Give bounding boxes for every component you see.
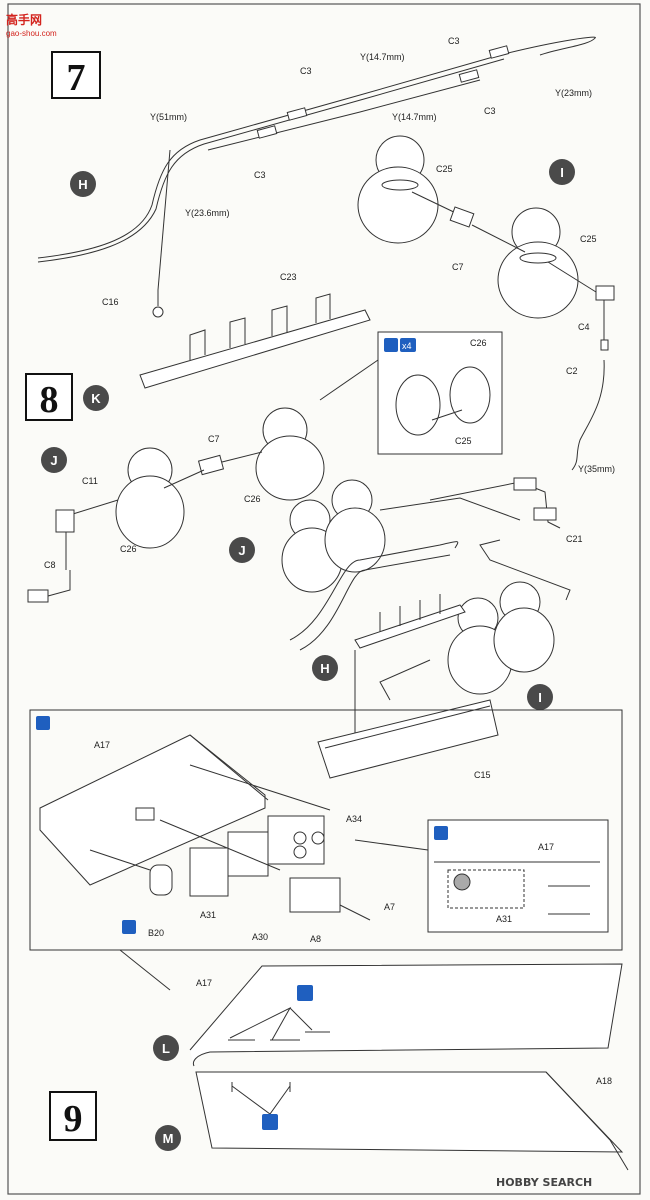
svg-text:H: H [320,661,329,676]
panel-cutout [135,807,155,821]
label-c26b: C26 [244,494,261,504]
multiply-icon [400,338,416,352]
svg-text:I: I [538,690,542,705]
part-b20 [149,864,173,896]
badge-i-2: I [527,684,553,710]
part-a31 [189,847,229,897]
label-a7: A7 [384,902,395,912]
label-y147a: Y(14.7mm) [360,52,405,62]
svg-text:J: J [50,453,57,468]
label-c25b: C25 [580,234,597,244]
label-a31b: A31 [496,914,512,924]
glue-icon-1 [297,985,313,1001]
watermark-sub: gao-shou.com [6,29,57,38]
label-a17a: A17 [94,740,110,750]
glue-icon-2 [262,1114,278,1130]
label-c23: C23 [280,272,297,282]
svg-text:M: M [163,1131,174,1146]
rack-c23: C23 [139,272,371,389]
label-c3a: C3 [448,36,460,46]
label-y23: Y(23mm) [555,88,592,98]
badge-i-1: I [549,159,575,185]
label-a31a: A31 [200,910,216,920]
detail-panel-frame [29,709,623,951]
label-c26c: C26 [120,544,137,554]
label-c16: C16 [102,297,119,307]
label-c3b: C3 [300,66,312,76]
label-a8: A8 [310,934,321,944]
watermark-hobbysearch: HOBBY SEARCH [496,1176,592,1189]
badge-k: K [83,385,109,411]
step-9: 9 [49,1091,97,1141]
callout-c26: x4 C26 C25 [319,331,503,455]
paint-icon [384,338,398,352]
label-y236: Y(23.6mm) [185,208,230,218]
center-assembly: C21 C15 [281,477,583,780]
label-a17c: A17 [196,978,212,988]
badge-j-1: J [41,447,67,473]
label-c4: C4 [578,322,590,332]
step-8-number: 8 [40,379,59,421]
inset-frame [427,819,609,933]
svg-text:L: L [162,1041,170,1056]
part-a30 [289,877,341,913]
hose-labels: Y(51mm) Y(14.7mm) Y(14.7mm) Y(23mm) Y(23… [102,36,592,307]
watermark-text: 高手网 [6,12,42,27]
step-8-box [25,373,73,421]
watermark-hs-text: HOBBY SEARCH [496,1176,592,1189]
svg-text:H: H [78,177,87,192]
badge-h-1: H [70,171,96,197]
label-c26a: C26 [470,338,487,348]
svg-text:I: I [560,165,564,180]
panel-a17-l: A17 [119,949,623,1067]
step-7: 7 [51,51,101,99]
options-icon [122,920,136,934]
step-8: 8 [25,373,73,421]
label-c11: C11 [82,476,98,486]
page-border [7,3,641,1195]
badge-x4-text: x4 [402,341,412,351]
watermark-logo: 高手网 gao-shou.com [6,12,57,38]
bulb-group-upper: C25 C25 C7 C4 C2 Y(35mm) [357,135,615,474]
label-c7b: C7 [208,434,220,444]
paint-icon-2 [36,716,50,730]
badge-h-2: H [312,655,338,681]
hose-assembly [37,36,596,318]
label-c21: C21 [566,534,583,544]
label-c25a: C25 [436,164,453,174]
step-7-box [51,51,101,99]
label-a18: A18 [596,1076,612,1086]
label-c25c: C25 [455,436,472,446]
label-y35: Y(35mm) [578,464,615,474]
label-c3d: C3 [254,170,266,180]
label-c15: C15 [474,770,491,780]
paint-icon-3 [434,826,448,840]
badge-j-2: J [229,537,255,563]
badge-l: L [153,1035,179,1061]
label-a34: A34 [346,814,362,824]
label-c7a: C7 [452,262,464,272]
panel-a18-m: A18 [195,1071,629,1171]
label-c2: C2 [566,366,578,376]
label-y147b: Y(14.7mm) [392,112,437,122]
step-7-number: 7 [67,57,86,99]
label-a30: A30 [252,932,268,942]
step-9-box [49,1091,97,1141]
part-a34 [227,831,269,877]
step-9-number: 9 [64,1098,83,1140]
bulb-group-j: C7 C26 C26 C11 C8 [27,407,325,603]
svg-text:J: J [238,543,245,558]
label-c8: C8 [44,560,56,570]
badge-m: M [155,1125,181,1151]
svg-text:K: K [91,391,101,406]
label-y51: Y(51mm) [150,112,187,122]
label-b20: B20 [148,928,164,938]
label-a17b: A17 [538,842,554,852]
label-c3c: C3 [484,106,496,116]
detail-panel: A17 A34 A31 A30 A8 A7 B20 A17 A31 [29,709,623,951]
